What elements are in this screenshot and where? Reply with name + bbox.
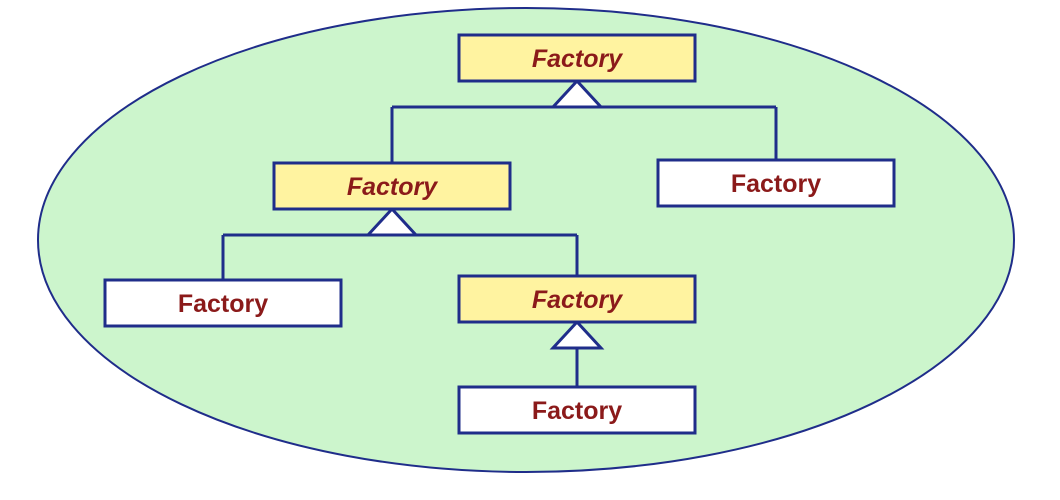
class-node-lower-abstract[interactable]: Factory bbox=[457, 274, 697, 324]
class-label: Factory bbox=[178, 290, 268, 318]
class-label: Factory bbox=[532, 397, 622, 425]
class-box bbox=[103, 278, 343, 328]
inheritance-triangle-icon bbox=[549, 78, 605, 109]
class-node-left-leaf[interactable]: Factory bbox=[103, 278, 343, 328]
inheritance-triangle-icon bbox=[364, 206, 420, 237]
class-box bbox=[656, 158, 896, 208]
class-label: Factory bbox=[347, 173, 438, 201]
inheritance-connectors bbox=[221, 78, 778, 387]
class-nodes: Factory Factory Factory Factory Factory … bbox=[103, 33, 896, 435]
class-box bbox=[457, 33, 697, 83]
class-label: Factory bbox=[532, 286, 623, 314]
class-label: Factory bbox=[532, 45, 623, 73]
class-node-root[interactable]: Factory bbox=[457, 33, 697, 83]
class-label: Factory bbox=[731, 170, 821, 198]
class-node-right[interactable]: Factory bbox=[656, 158, 896, 208]
background-ellipse bbox=[37, 7, 1015, 473]
class-node-mid[interactable]: Factory bbox=[272, 161, 512, 211]
class-box bbox=[457, 274, 697, 324]
class-box bbox=[272, 161, 512, 211]
inheritance-triangle-icon bbox=[549, 319, 605, 350]
class-box bbox=[457, 385, 697, 435]
class-node-bottom-leaf[interactable]: Factory bbox=[457, 385, 697, 435]
